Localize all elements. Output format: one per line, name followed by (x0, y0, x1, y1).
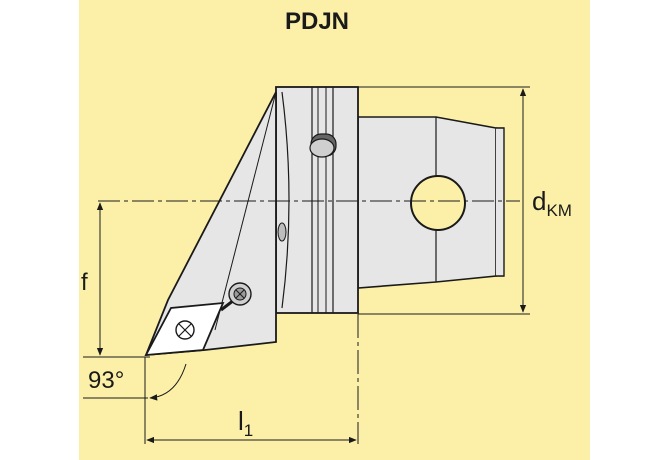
dim-dkm-main: d (532, 186, 546, 216)
drawing-title: PDJN (285, 8, 349, 35)
flange-curve (281, 91, 290, 309)
dim-dkm-sub: KM (546, 201, 572, 220)
coolant-hole (410, 175, 466, 231)
head-inner-edge (214, 91, 277, 331)
flange (275, 86, 359, 314)
dim-f-label: f (81, 269, 88, 296)
dim-l1-label: l1 (238, 406, 253, 440)
insert-screw-cross2 (178, 323, 192, 337)
clamp-screw (309, 138, 335, 158)
flange-pin (277, 222, 287, 242)
angle-arc (149, 363, 187, 401)
shank-end (496, 127, 505, 277)
dim-dkm-label: dKM (532, 186, 572, 220)
angle-label: 93° (88, 367, 124, 394)
lever-screw-cross2 (235, 289, 245, 299)
dim-l1-main: l (238, 406, 244, 436)
dim-l1-sub: 1 (244, 421, 253, 440)
